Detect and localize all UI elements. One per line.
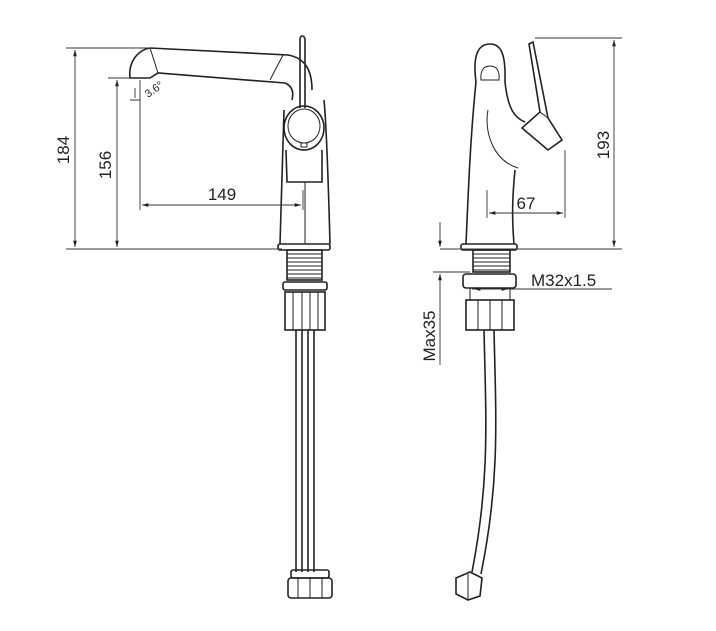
dim-spout-reach: 149: [208, 185, 236, 204]
dimension-lines-front: [433, 37, 622, 365]
side-view: 184 156 149 3.6°: [54, 35, 333, 599]
dim-max-counter-thickness: Max35: [420, 310, 439, 361]
thread-lines: [287, 253, 322, 279]
dim-total-height-side: 184: [54, 136, 73, 164]
faucet-side-outline: [128, 35, 333, 599]
dim-spout-angle: 3.6°: [143, 79, 166, 100]
faucet-front-outline: [455, 40, 564, 601]
dim-spout-height: 156: [96, 151, 115, 179]
dim-thread-size: M32x1.5: [531, 271, 596, 290]
dim-lever-offset: 67: [517, 194, 536, 213]
dimension-lines-side: [66, 47, 304, 250]
dim-total-height-front: 193: [594, 131, 613, 159]
front-view: 193 67 M32x1.5 Max35: [420, 37, 622, 601]
